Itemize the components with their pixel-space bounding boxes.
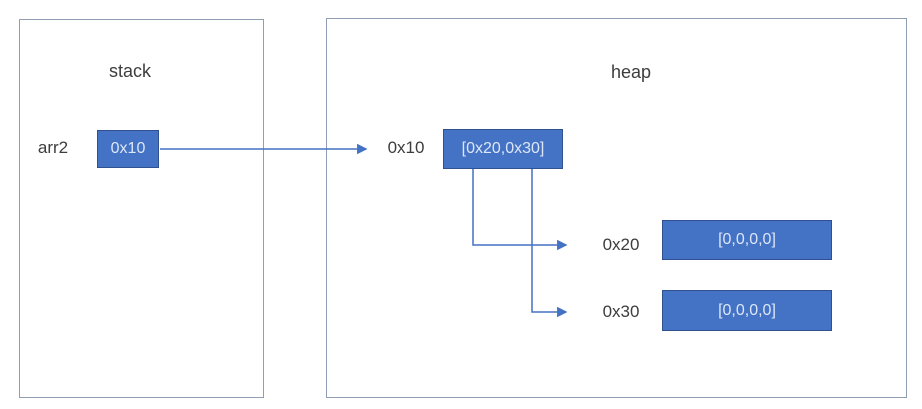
heap-address-label-0x20: 0x20 bbox=[602, 235, 640, 254]
heap-value-box-0x10: [0x20,0x30] bbox=[443, 129, 563, 169]
heap-value-box-0x30: [0,0,0,0] bbox=[662, 290, 832, 331]
heap-title: heap bbox=[610, 62, 652, 82]
heap-region-box bbox=[326, 18, 907, 398]
stack-variable-name-label: arr2 bbox=[37, 138, 69, 157]
stack-title: stack bbox=[108, 61, 152, 81]
stack-variable-value-box: 0x10 bbox=[97, 130, 159, 168]
heap-value-box-0x20: [0,0,0,0] bbox=[662, 220, 832, 260]
stack-region-box bbox=[19, 19, 264, 398]
heap-address-label-0x10: 0x10 bbox=[387, 138, 425, 157]
heap-address-label-0x30: 0x30 bbox=[602, 302, 640, 321]
